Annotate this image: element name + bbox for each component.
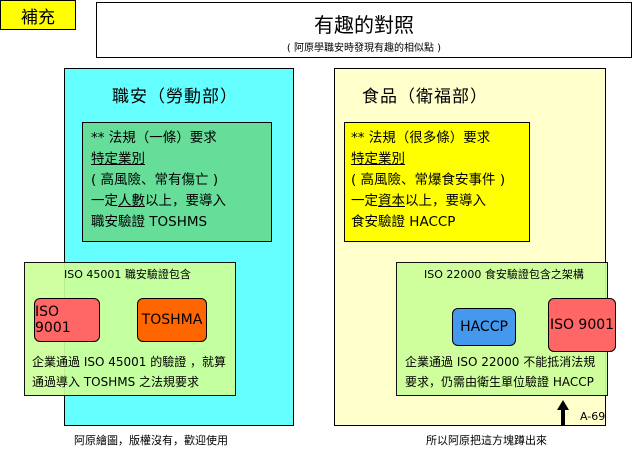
reg-line: 特定業別 xyxy=(351,151,405,167)
right-regulation-box: ** 法規（很多條）要求 特定業別 ( 高風險、常爆食安事件 ) 一定資本以上，… xyxy=(344,122,530,242)
note-line: 企業通過 ISO 22000 不能抵消法規 xyxy=(405,355,596,369)
reg-emphasis: 人數 xyxy=(118,193,145,209)
reg-line: ( 高風險、常爆食安事件 ) xyxy=(351,172,506,188)
footer-right-text: 所以阿原把這方塊蹲出來 xyxy=(426,434,547,447)
toshma-box: TOSHMA xyxy=(137,298,207,342)
up-arrow-icon xyxy=(557,400,569,426)
left-regulation-box: ** 法規（一條）要求 特定業別 ( 高風險、常有傷亡 ) 一定人數以上，要導入… xyxy=(82,122,272,242)
page-title: 有趣的對照 xyxy=(314,13,414,37)
note-line: 企業通過 ISO 45001 的驗證 ，就算 xyxy=(32,355,227,369)
supplement-tag: 補充 xyxy=(0,0,76,30)
note-line: 通過導入 TOSHMS 之法規要求 xyxy=(32,375,200,389)
reg-line: ** 法規（很多條）要求 xyxy=(351,130,491,146)
reg-text: 一定 xyxy=(91,193,118,209)
reg-line: 職安驗證 TOSHMS xyxy=(91,214,208,230)
reg-text: 一定 xyxy=(351,193,378,209)
left-heading: 職安（勞動部） xyxy=(112,87,238,107)
slide-code: A-69 xyxy=(580,410,606,423)
note-line: 要求，仍需由衛生單位驗證 HACCP xyxy=(405,375,594,389)
reg-line: 一定資本以上，要導入 xyxy=(351,191,529,212)
reg-emphasis: 資本 xyxy=(378,193,405,209)
reg-text: 以上，要導入 xyxy=(145,193,226,209)
reg-line: 食安驗證 HACCP xyxy=(351,214,456,230)
title-box: 有趣的對照 ( 阿原學職安時發現有趣的相似點 ) xyxy=(96,2,632,58)
reg-text: 以上，要導入 xyxy=(405,193,486,209)
reg-line: 一定人數以上，要導入 xyxy=(91,191,271,212)
left-iso9001-box: ISO 9001 xyxy=(34,298,100,342)
reg-line: ( 高風險、常有傷亡 ) xyxy=(91,172,219,188)
right-iso-caption: ISO 22000 食安驗證包含之架構 xyxy=(424,268,584,281)
haccp-box: HACCP xyxy=(452,308,516,346)
right-iso-note: 企業通過 ISO 22000 不能抵消法規 要求，仍需由衛生單位驗證 HACCP xyxy=(405,352,595,392)
right-heading: 食品（衛福部） xyxy=(362,87,488,107)
page-subtitle: ( 阿原學職安時發現有趣的相似點 ) xyxy=(286,43,442,54)
left-iso-caption: ISO 45001 職安驗證包含 xyxy=(64,268,191,281)
reg-line: ** 法規（一條）要求 xyxy=(91,130,217,146)
footer-left-text: 阿原繪圖，版權沒有，歡迎使用 xyxy=(74,434,228,447)
reg-line: 特定業別 xyxy=(91,151,145,167)
left-iso-note: 企業通過 ISO 45001 的驗證 ，就算 通過導入 TOSHMS 之法規要求 xyxy=(32,352,226,392)
right-iso9001-box: ISO 9001 xyxy=(548,298,616,352)
